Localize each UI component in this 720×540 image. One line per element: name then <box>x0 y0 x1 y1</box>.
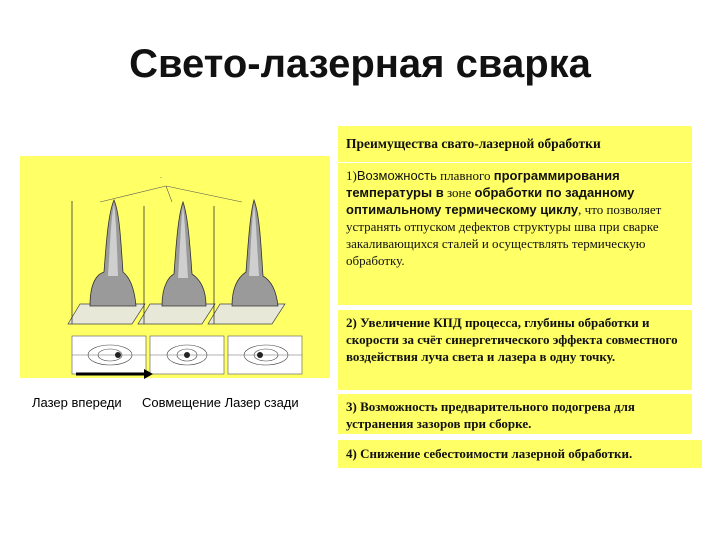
item1-text-g: , что позволяет устранять отпуском дефек… <box>346 202 662 268</box>
item1-text-d: программирования температуры в <box>346 168 620 200</box>
advantages-heading-box: Преимущества свато-лазерной обработки <box>338 126 692 162</box>
advantage-item-4: 4) Снижение себестоимости лазерной обраб… <box>338 440 702 468</box>
temperature-diagram: · <box>20 156 330 378</box>
page-title: Свето-лазерная сварка <box>129 42 591 86</box>
item1-text-f: обработки по заданному оптимальному терм… <box>346 185 635 217</box>
item1-text-c: плавного <box>436 168 494 183</box>
item1-number: 1) <box>346 168 357 183</box>
advantage-item-1: 1)Возможность плавного программирования … <box>338 163 692 305</box>
item1-text-e: зоне <box>443 185 475 200</box>
advantage-item-3: 3) Возможность предварительного подогрев… <box>338 394 692 434</box>
caption-combined-laser-rear: Совмещение Лазер сзади <box>142 395 299 410</box>
diagram-formula-mark: · <box>160 175 162 182</box>
item1-text-b: Возможность <box>356 168 437 183</box>
direction-arrow-icon <box>76 369 153 379</box>
advantages-heading: Преимущества свато-лазерной обработки <box>346 136 601 151</box>
advantage-item-2: 2) Увеличение КПД процесса, глубины обра… <box>338 310 692 390</box>
caption-laser-front: Лазер впереди <box>32 395 122 410</box>
